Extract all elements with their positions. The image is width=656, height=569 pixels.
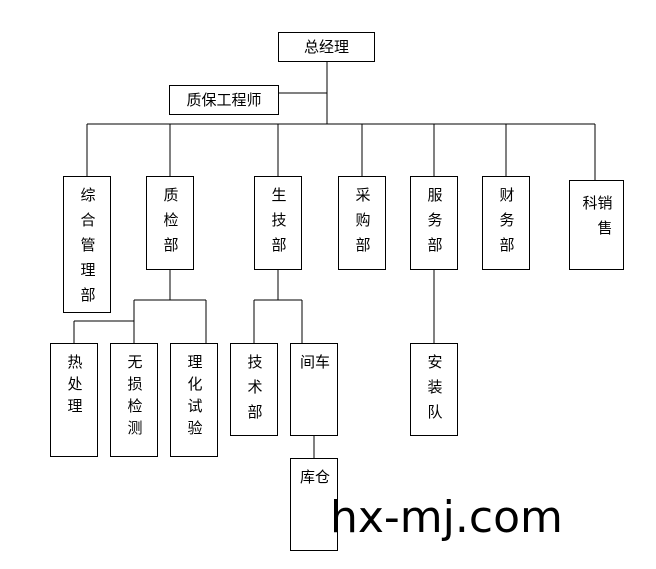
node-production-tech: 生技部	[254, 176, 302, 270]
node-physchem-test: 理化试验	[170, 343, 218, 457]
node-heat-treatment-label: 热处理	[65, 354, 84, 420]
node-qa-engineer-label: 质保工程师	[186, 90, 262, 109]
node-purchasing: 采购部	[338, 176, 386, 270]
node-sales: 销售科	[569, 180, 624, 270]
node-heat-treatment: 热处理	[50, 343, 98, 457]
node-sales-label: 销售科	[580, 195, 614, 245]
node-service-label: 服务部	[425, 187, 444, 262]
node-quality-department: 质检部	[146, 176, 194, 270]
node-workshop-label: 车间	[298, 354, 331, 397]
node-qa-engineer: 质保工程师	[169, 85, 279, 115]
node-production-tech-label: 生技部	[269, 187, 288, 262]
node-general-management-label: 综合管理部	[78, 187, 97, 312]
node-warehouse: 仓库	[290, 458, 338, 551]
node-install-team-label: 安装队	[425, 354, 444, 429]
node-tech-department: 技术部	[230, 343, 278, 436]
node-finance: 财务部	[482, 176, 530, 270]
node-general-manager: 总经理	[278, 32, 375, 62]
node-general-manager-label: 总经理	[303, 37, 349, 56]
node-finance-label: 财务部	[497, 187, 516, 262]
watermark-text: hx-mj.com	[330, 492, 563, 543]
node-purchasing-label: 采购部	[353, 187, 372, 262]
node-install-team: 安装队	[410, 343, 458, 436]
node-tech-department-label: 技术部	[245, 354, 264, 429]
node-general-management: 综合管理部	[63, 176, 111, 313]
node-physchem-test-label: 理化试验	[185, 354, 204, 442]
node-ndt-label: 无损检测	[125, 354, 144, 442]
node-ndt: 无损检测	[110, 343, 158, 457]
node-warehouse-label: 仓库	[298, 469, 331, 512]
node-workshop: 车间	[290, 343, 338, 436]
node-quality-department-label: 质检部	[161, 187, 180, 262]
node-service: 服务部	[410, 176, 458, 270]
